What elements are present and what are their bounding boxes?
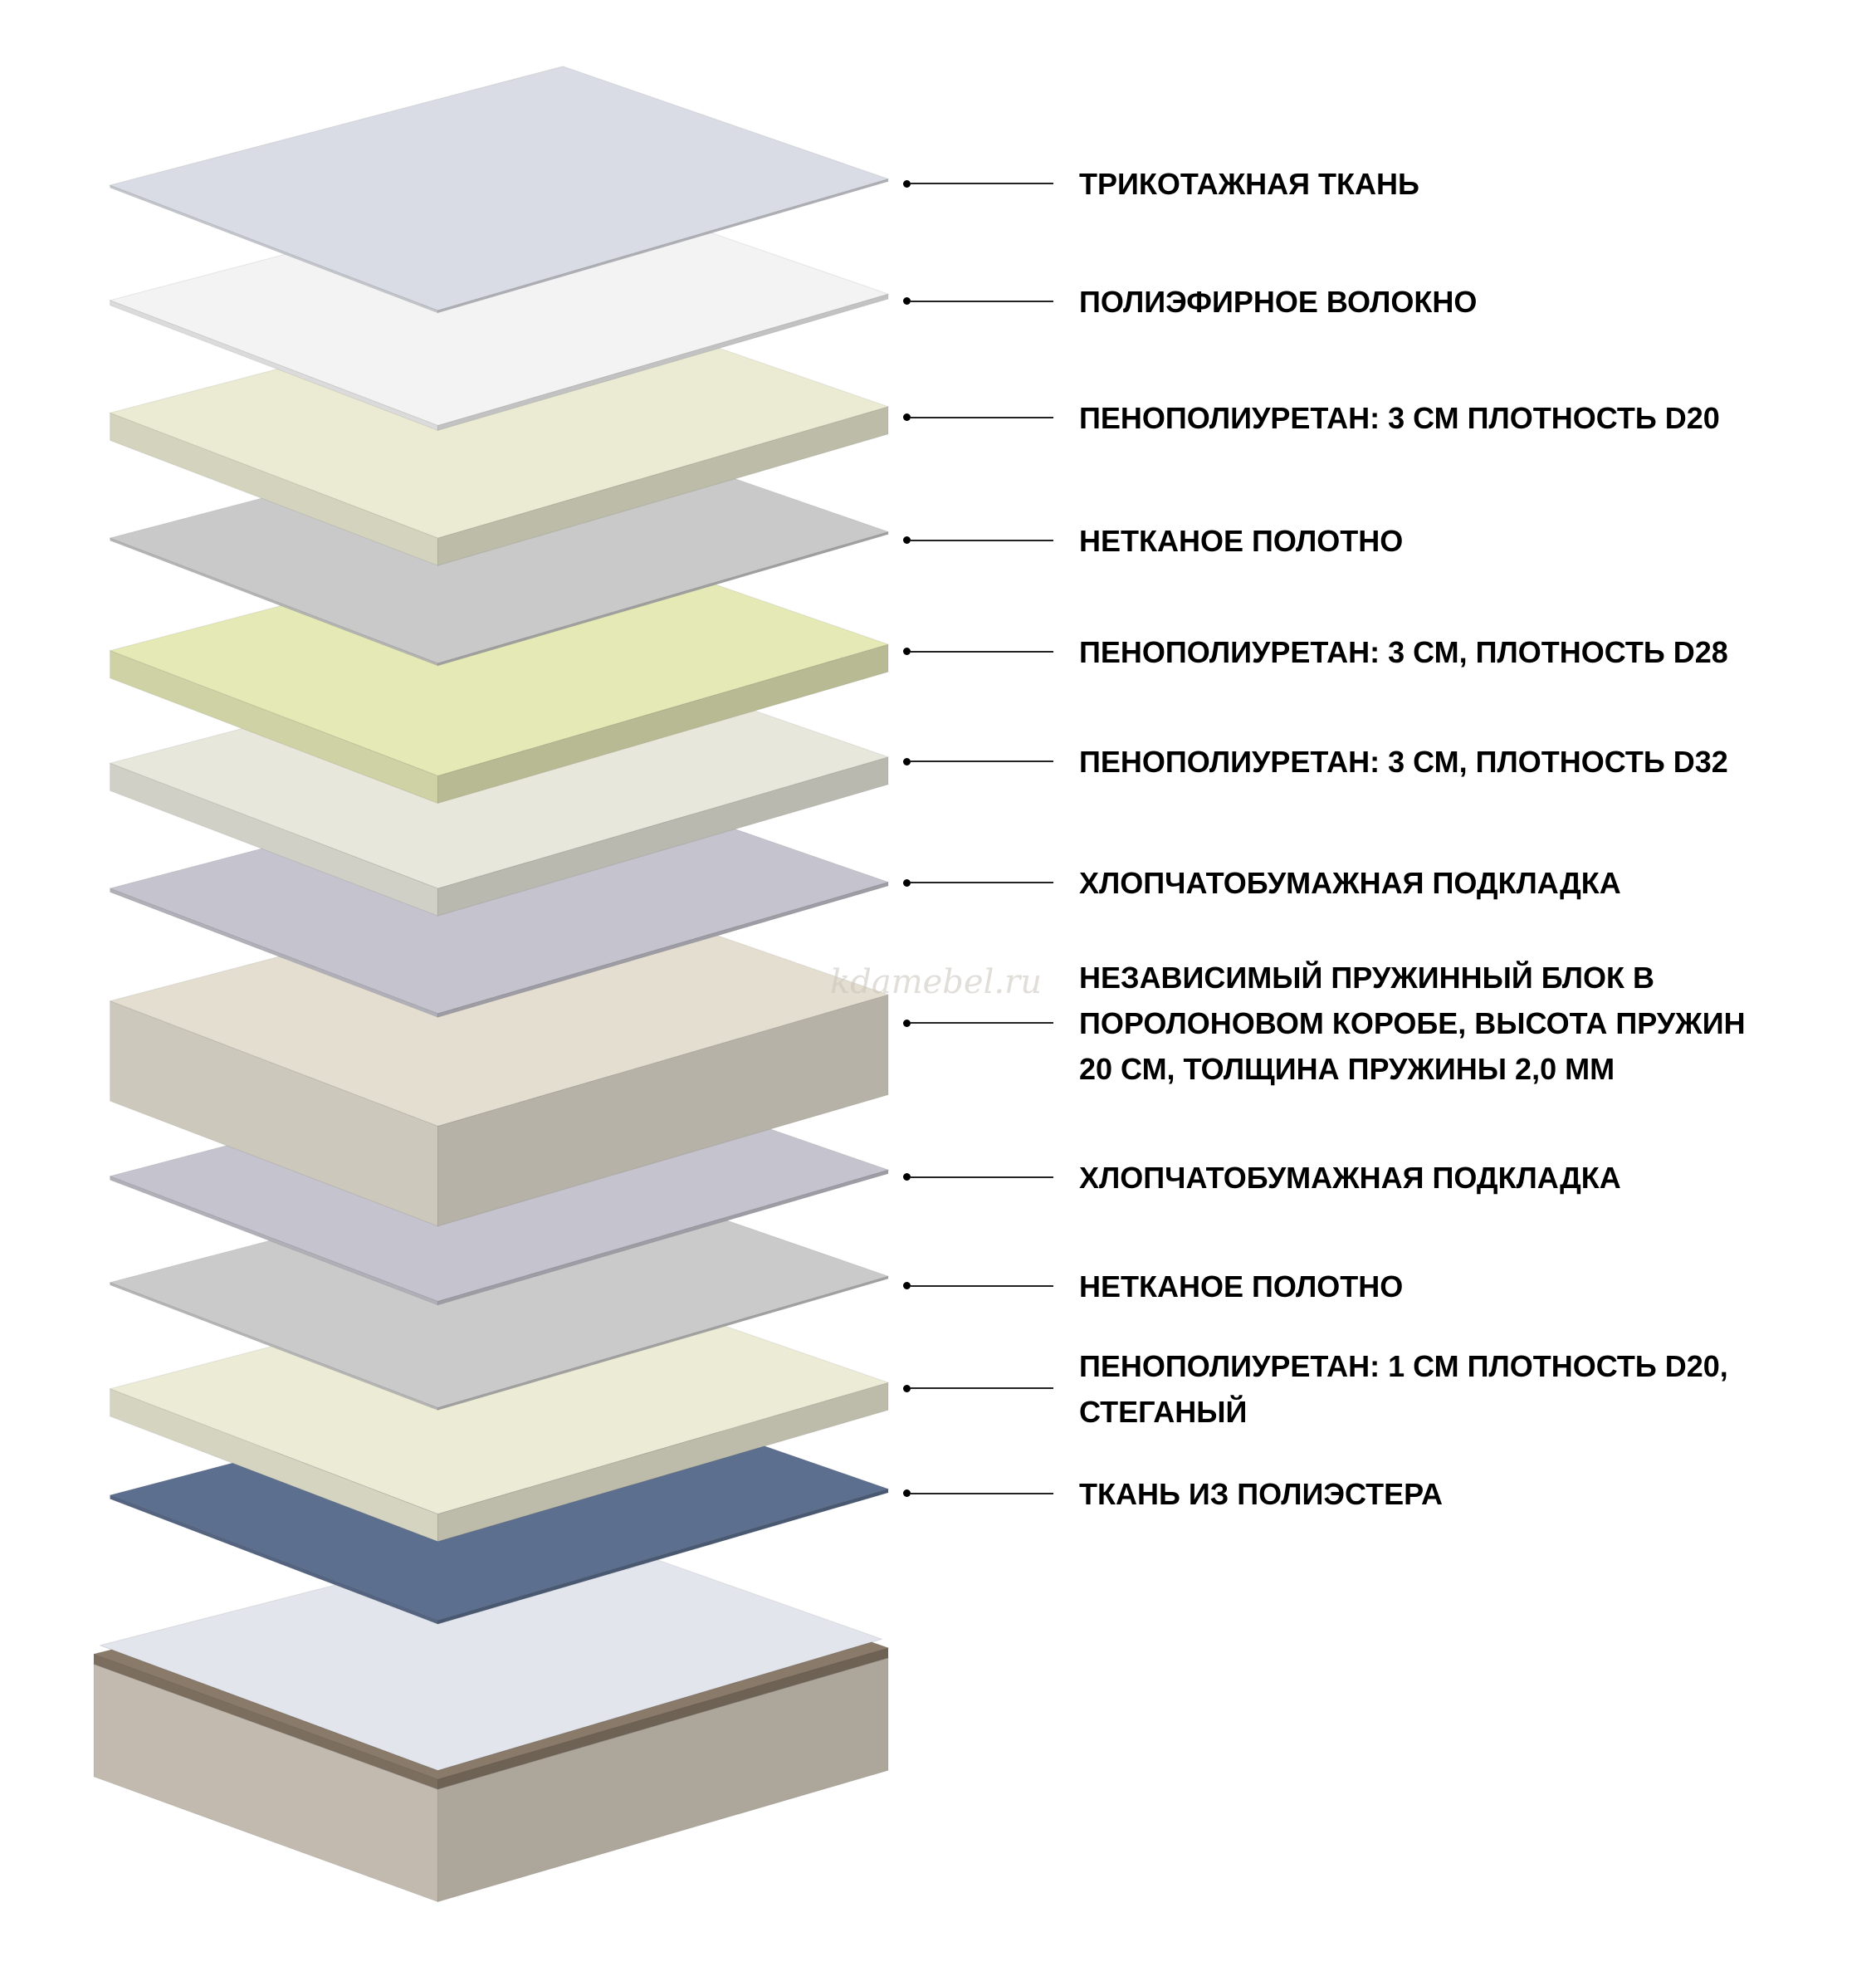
pointer-dot <box>903 648 911 656</box>
pointer-line <box>911 183 1053 185</box>
layer-11-front-right <box>437 1382 889 1543</box>
label-line: ТРИКОТАЖНАЯ ТКАНЬ <box>1079 167 1419 202</box>
layer-3-front-right <box>437 406 889 566</box>
pointer-dot <box>903 297 911 306</box>
layer-label-2: ПОЛИЭФИРНОЕ ВОЛОКНО <box>903 285 1477 319</box>
layer-label-12: ТКАНЬ ИЗ ПОЛИЭСТЕРА <box>903 1477 1443 1511</box>
label-line: ПЕНОПОЛИУРЕТАН: 3 СМ, ПЛОТНОСТЬ D32 <box>1079 745 1728 780</box>
layer-label-text: ПЕНОПОЛИУРЕТАН: 3 СМ, ПЛОТНОСТЬ D28 <box>1079 629 1728 675</box>
pointer-dot <box>903 179 911 188</box>
layer-label-5: ПЕНОПОЛИУРЕТАН: 3 СМ, ПЛОТНОСТЬ D28 <box>903 635 1728 669</box>
layer-label-text: НЕЗАВИСИМЫЙ ПРУЖИННЫЙ БЛОК В ПОРОЛОНОВОМ … <box>1079 955 1746 1092</box>
layer-1-top <box>108 66 890 311</box>
pointer-dot <box>903 1489 911 1498</box>
pointer-dot <box>903 757 911 765</box>
pointer-line <box>911 882 1053 884</box>
pointer-dot <box>903 878 911 887</box>
pointer-dot <box>903 1384 911 1392</box>
label-line: 20 СМ, ТОЛЩИНА ПРУЖИНЫ 2,0 ММ <box>1079 1052 1615 1087</box>
pointer-dot <box>903 1282 911 1290</box>
layer-1-front-right <box>437 178 889 314</box>
pointer-dot <box>903 1019 911 1027</box>
layer-label-10: НЕТКАНОЕ ПОЛОТНО <box>903 1269 1403 1303</box>
layer-label-text: ПОЛИЭФИРНОЕ ВОЛОКНО <box>1079 279 1477 325</box>
pointer-line <box>911 1022 1053 1025</box>
layer-label-11: ПЕНОПОЛИУРЕТАН: 1 СМ ПЛОТНОСТЬ D20, СТЕГА… <box>903 1349 1728 1429</box>
layer-label-text: ПЕНОПОЛИУРЕТАН: 3 СМ, ПЛОТНОСТЬ D32 <box>1079 739 1728 785</box>
layer-label-8: НЕЗАВИСИМЫЙ ПРУЖИННЫЙ БЛОК В ПОРОЛОНОВОМ … <box>903 961 1746 1086</box>
label-line: СТЕГАНЫЙ <box>1079 1394 1248 1429</box>
pointer-line <box>911 1176 1053 1178</box>
label-line: ПЕНОПОЛИУРЕТАН: 3 СМ, ПЛОТНОСТЬ D28 <box>1079 634 1728 669</box>
layer-7-front-right <box>437 881 889 1018</box>
watermark: kdamebel.ru <box>830 963 1042 1001</box>
pointer-line <box>911 650 1053 653</box>
assembled-mattress-front-right <box>437 1657 889 1903</box>
pointer-line <box>911 1284 1053 1287</box>
label-line: ХЛОПЧАТОБУМАЖНАЯ ПОДКЛАДКА <box>1079 1160 1621 1195</box>
label-line: ПОЛИЭФИРНОЕ ВОЛОКНО <box>1079 284 1478 319</box>
layer-label-3: ПЕНОПОЛИУРЕТАН: 3 СМ ПЛОТНОСТЬ D20 <box>903 401 1720 435</box>
pointer-line <box>911 1492 1053 1494</box>
layer-label-text: ПЕНОПОЛИУРЕТАН: 1 СМ ПЛОТНОСТЬ D20, СТЕГА… <box>1079 1343 1728 1435</box>
label-line: ПЕНОПОЛИУРЕТАН: 3 СМ ПЛОТНОСТЬ D20 <box>1079 400 1720 435</box>
layer-label-text: ТКАНЬ ИЗ ПОЛИЭСТЕРА <box>1079 1471 1443 1517</box>
layer-12-front-right <box>437 1488 889 1625</box>
layer-label-text: НЕТКАНОЕ ПОЛОТНО <box>1079 518 1403 564</box>
label-line: ХЛОПЧАТОБУМАЖНАЯ ПОДКЛАДКА <box>1079 866 1621 901</box>
label-line: ПЕНОПОЛИУРЕТАН: 1 СМ ПЛОТНОСТЬ D20, <box>1079 1348 1728 1383</box>
pointer-line <box>911 761 1053 763</box>
layer-label-text: НЕТКАНОЕ ПОЛОТНО <box>1079 1264 1403 1309</box>
pointer-dot <box>903 413 911 422</box>
layer-10-front-right <box>437 1275 889 1411</box>
layer-label-text: ХЛОПЧАТОБУМАЖНАЯ ПОДКЛАДКА <box>1079 1155 1621 1201</box>
layer-label-4: НЕТКАНОЕ ПОЛОТНО <box>903 524 1403 558</box>
layer-9-front-right <box>437 1169 889 1306</box>
layer-6-front-right <box>437 756 889 917</box>
pointer-line <box>911 1387 1053 1390</box>
pointer-dot <box>903 536 911 545</box>
layer-label-text: ХЛОПЧАТОБУМАЖНАЯ ПОДКЛАДКА <box>1079 860 1621 906</box>
label-line: НЕЗАВИСИМЫЙ ПРУЖИННЫЙ БЛОК В <box>1079 961 1654 995</box>
label-line: ПОРОЛОНОВОМ КОРОБЕ, ВЫСОТА ПРУЖИН <box>1079 1006 1746 1041</box>
layer-label-text: ТРИКОТАЖНАЯ ТКАНЬ <box>1079 161 1419 207</box>
pointer-line <box>911 300 1053 302</box>
layer-label-7: ХЛОПЧАТОБУМАЖНАЯ ПОДКЛАДКА <box>903 866 1621 900</box>
layer-label-1: ТРИКОТАЖНАЯ ТКАНЬ <box>903 167 1419 201</box>
pointer-dot <box>903 1173 911 1181</box>
pointer-line <box>911 539 1053 541</box>
layer-label-6: ПЕНОПОЛИУРЕТАН: 3 СМ, ПЛОТНОСТЬ D32 <box>903 745 1728 779</box>
layer-label-9: ХЛОПЧАТОБУМАЖНАЯ ПОДКЛАДКА <box>903 1161 1621 1195</box>
label-line: НЕТКАНОЕ ПОЛОТНО <box>1079 1269 1404 1303</box>
label-line: НЕТКАНОЕ ПОЛОТНО <box>1079 523 1404 558</box>
pointer-line <box>911 416 1053 418</box>
layer-label-text: ПЕНОПОЛИУРЕТАН: 3 СМ ПЛОТНОСТЬ D20 <box>1079 395 1720 441</box>
label-line: ТКАНЬ ИЗ ПОЛИЭСТЕРА <box>1079 1476 1443 1511</box>
